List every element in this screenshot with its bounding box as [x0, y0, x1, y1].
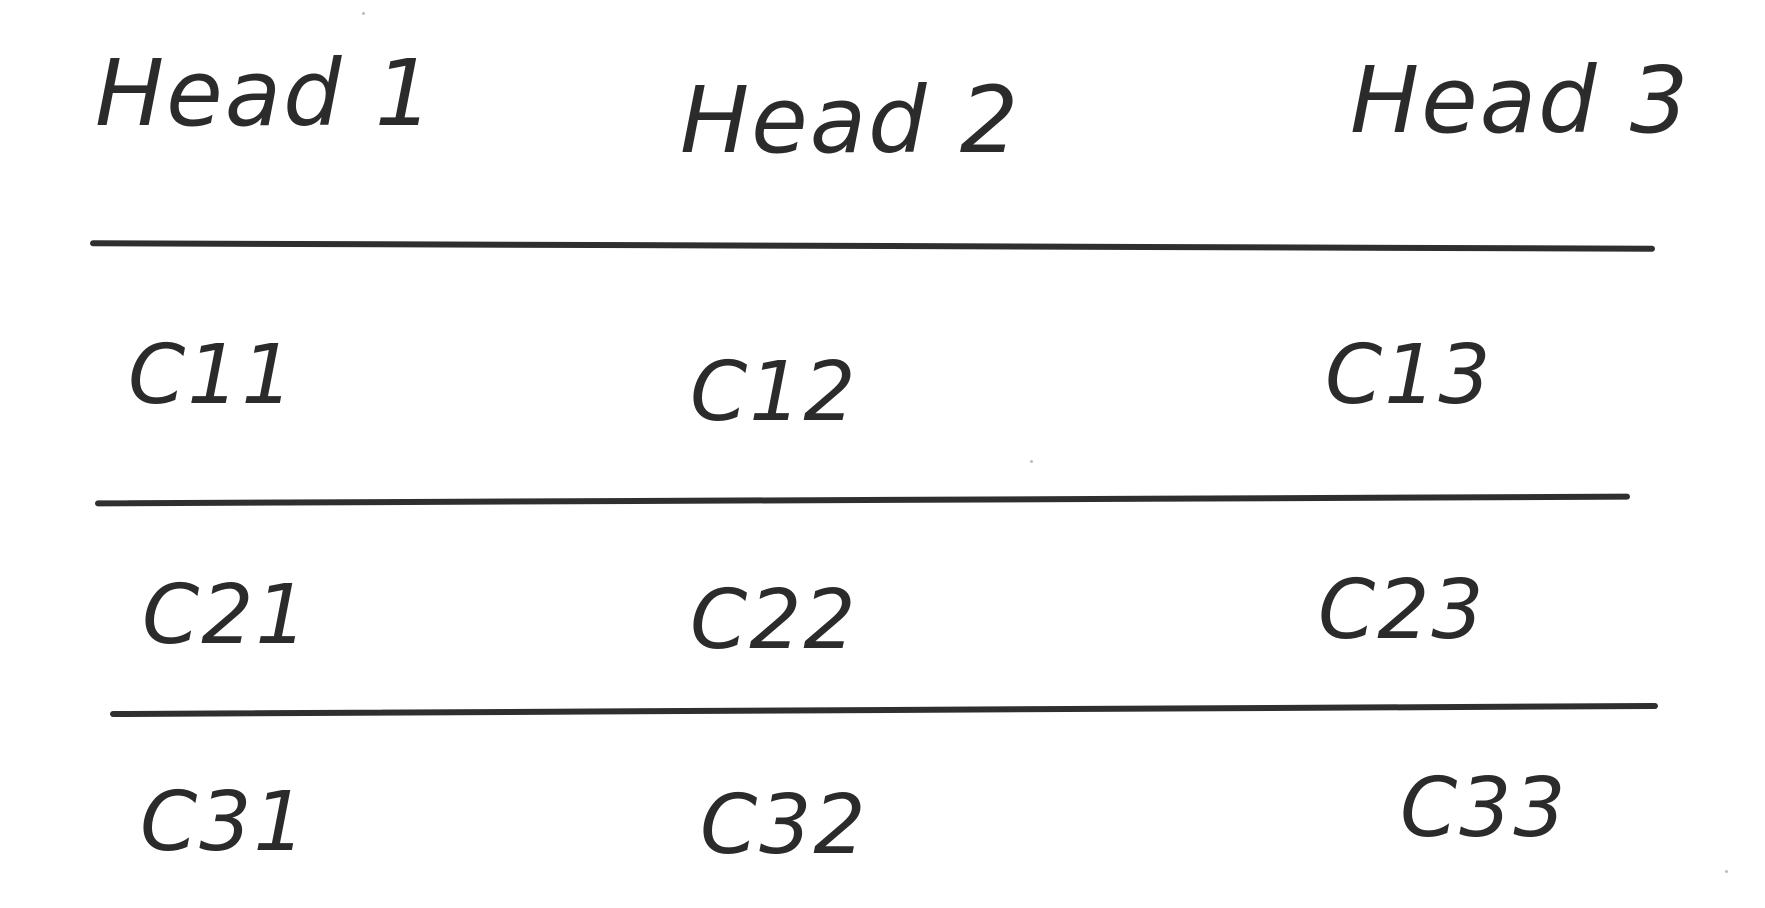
table-cell-r3c3: C33 — [1400, 761, 1568, 856]
table-cell-r1c3: C13 — [1325, 328, 1493, 423]
row-divider-line-1 — [94, 493, 1631, 507]
table-cell-r3c2: C32 — [700, 778, 868, 873]
column-header-3: Head 3 — [1350, 47, 1691, 154]
row-divider-line-2 — [109, 702, 1659, 718]
table-cell-r2c2: C22 — [690, 573, 858, 668]
column-header-1: Head 1 — [95, 40, 436, 147]
scan-speck — [1725, 870, 1728, 873]
scan-speck — [1030, 460, 1033, 463]
column-header-2: Head 2 — [680, 67, 1021, 174]
table-cell-r2c1: C21 — [142, 568, 310, 663]
scan-speck — [362, 12, 365, 15]
table-cell-r1c1: C11 — [128, 328, 296, 423]
table-cell-r2c3: C23 — [1318, 563, 1486, 658]
table-cell-r1c2: C12 — [690, 345, 858, 440]
header-divider-line — [89, 240, 1656, 252]
table-cell-r3c1: C31 — [140, 775, 308, 870]
